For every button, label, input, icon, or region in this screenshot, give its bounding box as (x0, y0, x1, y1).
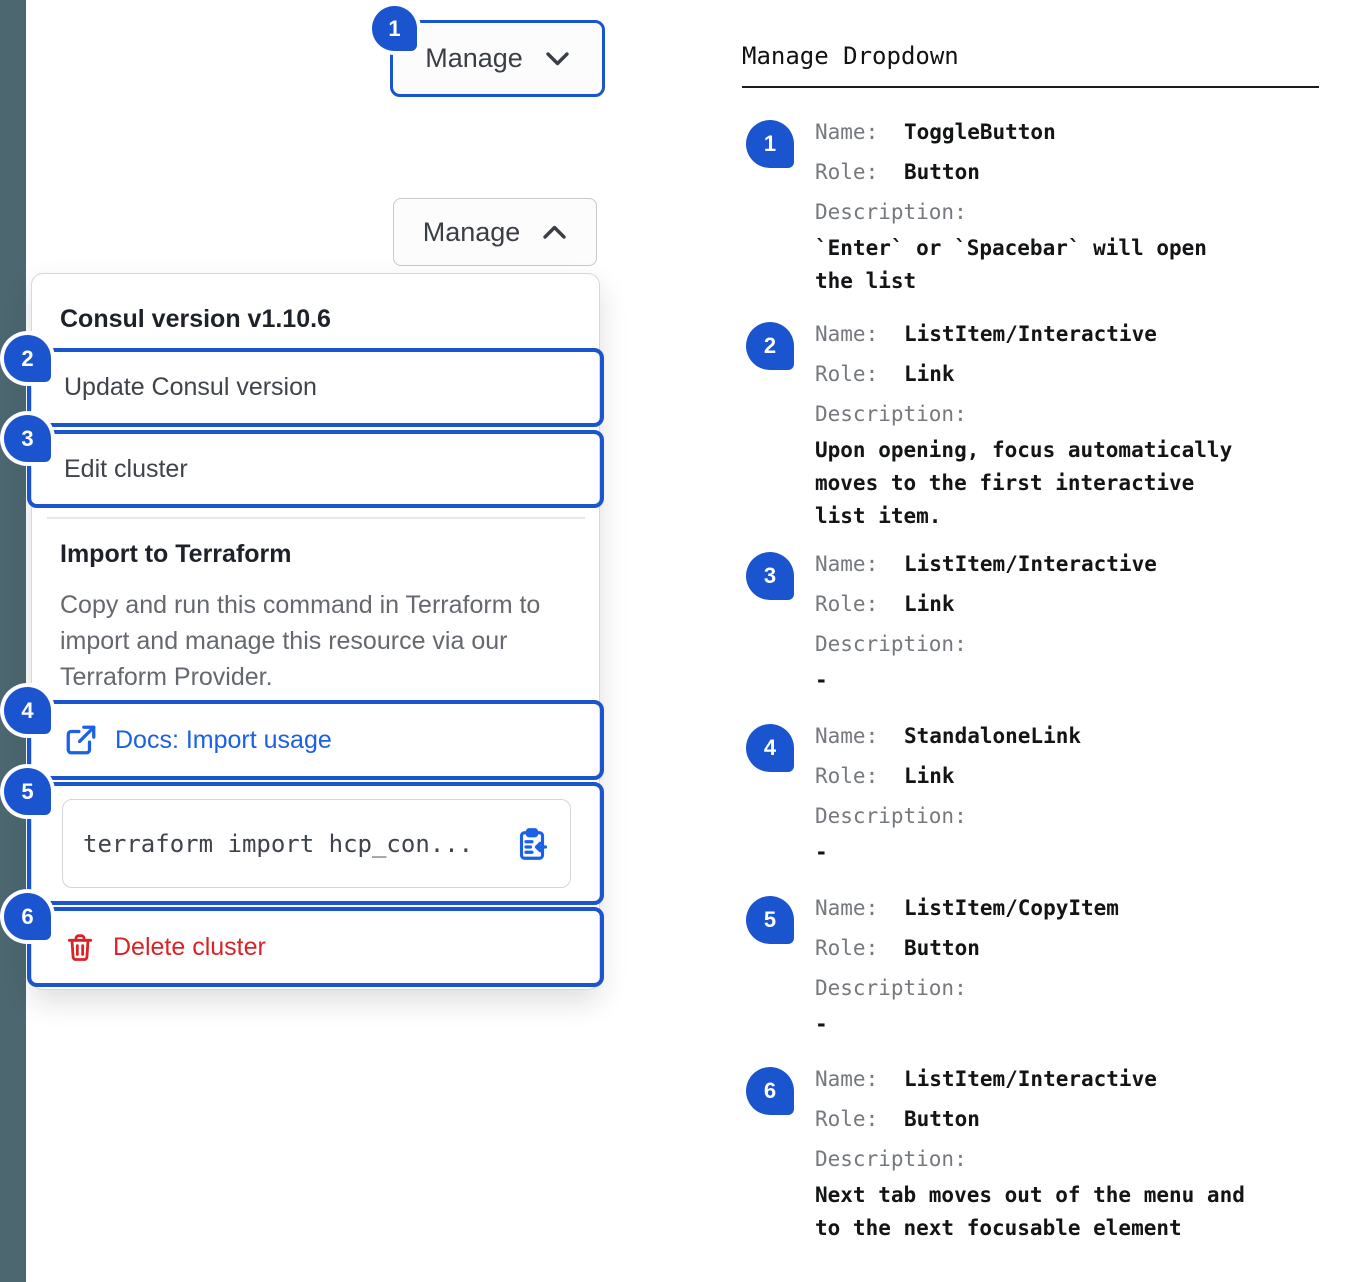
manage-button-label: Manage (425, 43, 523, 73)
legend-badge-2: 2 (746, 322, 794, 370)
role-value: Button (904, 160, 980, 184)
annotation-badge-1: 1 (372, 6, 417, 51)
name-value: ListItem/Interactive (904, 1067, 1157, 1091)
role-label: Role: (815, 764, 879, 788)
annotation-badge-4: 4 (4, 687, 51, 734)
external-link-icon (64, 723, 98, 757)
description-label: Description: (815, 632, 967, 656)
name-value: ListItem/CopyItem (904, 896, 1119, 920)
legend-item-1: 1 Name: ToggleButton Role: Button Descript… (746, 112, 1321, 298)
manage-toggle-button-collapsed[interactable]: Manage (390, 20, 605, 97)
legend-item-6: 6 Name:ListItem/Interactive Role:Button … (746, 1059, 1321, 1245)
name-label: Name: (815, 120, 879, 144)
legend-item-3: 3 Name: ListItem/Interactive Role: Link De… (746, 544, 1321, 697)
legend-badge-3: 3 (746, 552, 794, 600)
terraform-command-field[interactable]: terraform import hcp_con... (62, 799, 571, 888)
name-value: ToggleButton (904, 120, 1056, 144)
name-label: Name: (815, 896, 879, 920)
description-value: Next tab moves out of the menu and to th… (815, 1183, 1245, 1240)
description-label: Description: (815, 976, 967, 1000)
description-label: Description: (815, 804, 967, 828)
legend-badge-4: 4 (746, 724, 794, 772)
delete-cluster-label: Delete cluster (113, 932, 266, 961)
import-terraform-description: Copy and run this command in Terraform t… (60, 591, 541, 691)
name-value: ListItem/Interactive (904, 322, 1157, 346)
legend-badge-5: 5 (746, 896, 794, 944)
manage-toggle-button-expanded[interactable]: Manage (393, 198, 597, 266)
legend-badge-1: 1 (746, 120, 794, 168)
legend-divider (742, 86, 1319, 88)
description-value: - (815, 840, 828, 864)
docs-import-usage-link[interactable]: Docs: Import usage (27, 700, 604, 780)
role-value: Link (904, 362, 955, 386)
consul-version-header: Consul version v1.10.6 (60, 305, 331, 333)
name-value: ListItem/Interactive (904, 552, 1157, 576)
legend-item-4: 4 Name: StandaloneLink Role: Link Descript… (746, 716, 1321, 869)
terraform-command-text: terraform import hcp_con... (83, 829, 474, 858)
role-label: Role: (815, 936, 879, 960)
description-label: Description: (815, 1147, 967, 1171)
chevron-down-icon (545, 51, 570, 67)
name-label: Name: (815, 1067, 879, 1091)
name-label: Name: (815, 322, 879, 346)
legend-item-2: 2 Name: ListItem/Interactive Role: Link De… (746, 314, 1321, 533)
menu-item-delete-cluster[interactable]: Delete cluster (27, 907, 604, 987)
role-value: Link (904, 764, 955, 788)
name-label: Name: (815, 724, 879, 748)
menu-item-label: Edit cluster (64, 454, 188, 483)
import-terraform-header: Import to Terraform (60, 540, 292, 568)
description-value: - (815, 1012, 828, 1036)
role-label: Role: (815, 1107, 879, 1131)
menu-item-edit-cluster[interactable]: Edit cluster (27, 430, 604, 508)
description-label: Description: (815, 402, 967, 426)
sidebar-strip (0, 0, 26, 1282)
role-value: Button (904, 936, 980, 960)
description-value: Upon opening, focus automatically moves … (815, 438, 1233, 528)
legend-badge-6: 6 (746, 1067, 794, 1115)
description-value: `Enter` or `Spacebar` will open the list (815, 236, 1207, 293)
annotation-badge-5: 5 (4, 768, 51, 815)
copy-command-item: terraform import hcp_con... (27, 782, 604, 905)
name-value: StandaloneLink (904, 724, 1082, 748)
copy-to-clipboard-icon[interactable] (514, 826, 550, 862)
annotation-badge-3: 3 (4, 415, 51, 462)
role-value: Link (904, 592, 955, 616)
trash-icon (64, 930, 96, 964)
menu-item-update-consul-version[interactable]: Update Consul version (27, 348, 604, 427)
annotation-badge-2: 2 (4, 335, 51, 382)
annotation-badge-6: 6 (4, 893, 51, 940)
role-value: Button (904, 1107, 980, 1131)
manage-button-label: Manage (422, 216, 521, 247)
docs-link-label: Docs: Import usage (115, 725, 332, 754)
menu-divider (47, 517, 585, 519)
name-label: Name: (815, 552, 879, 576)
menu-item-label: Update Consul version (64, 373, 317, 401)
chevron-up-icon (542, 224, 567, 240)
role-label: Role: (815, 592, 879, 616)
role-label: Role: (815, 362, 879, 386)
description-value: - (815, 668, 828, 692)
description-label: Description: (815, 200, 967, 224)
legend-title: Manage Dropdown (742, 42, 959, 70)
role-label: Role: (815, 160, 879, 184)
legend-item-5: 5 Name: ListItem/CopyItem Role: Button Des… (746, 888, 1321, 1041)
